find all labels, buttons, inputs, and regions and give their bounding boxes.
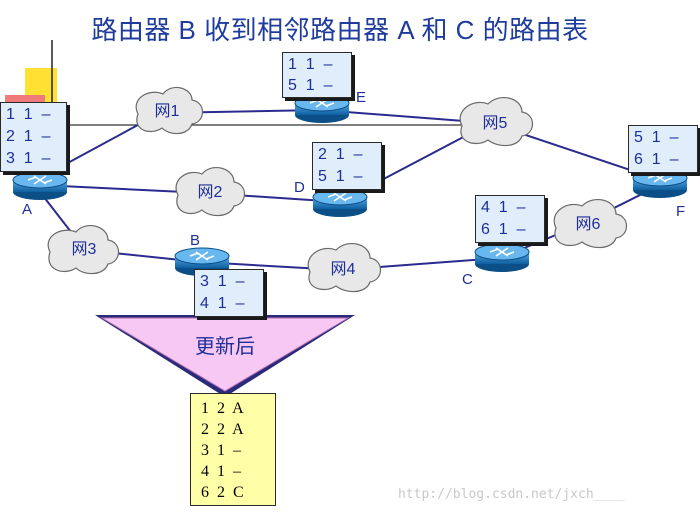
- router-B-label: B: [190, 232, 200, 249]
- router-arrows-icon: [647, 173, 673, 183]
- watermark: http://blog.csdn.net/jxch____: [398, 487, 625, 502]
- table-row: 6 2 C: [201, 484, 244, 501]
- routing-table-B: 3 1 – 4 1 –: [194, 269, 264, 317]
- table-row: 4 1 –: [200, 295, 245, 312]
- net3-label: 网3: [72, 241, 97, 258]
- router-arrows-icon: [489, 247, 515, 257]
- router-arrows-icon: [27, 175, 53, 185]
- table-row: 5 1 –: [288, 77, 333, 94]
- router-A-label: A: [22, 201, 32, 218]
- table-row: 2 1 –: [6, 128, 51, 145]
- table-row: 6 1 –: [634, 151, 679, 168]
- table-row: 1 2 A: [201, 400, 244, 417]
- network-cloud-1: 网1: [135, 86, 204, 135]
- net1-label: 网1: [155, 103, 180, 120]
- table-row: 5 1 –: [634, 129, 679, 146]
- table-row: 5 1 –: [318, 168, 363, 185]
- table-row: 1 1 –: [288, 56, 333, 73]
- router-E-label: E: [356, 89, 366, 106]
- router-C-label: C: [462, 271, 473, 288]
- table-row: 4 1 –: [481, 199, 526, 216]
- table-row: 2 1 –: [318, 146, 363, 163]
- router-E[interactable]: [294, 94, 350, 123]
- router-F-label: F: [676, 203, 685, 220]
- net5-label: 网5: [483, 115, 508, 132]
- network-cloud-5: 网5: [459, 96, 534, 147]
- routing-table-F: 5 1 – 6 1 –: [628, 125, 698, 173]
- table-row: 2 2 A: [201, 421, 244, 438]
- diagram-title: 路由器 B 收到相邻路由器 A 和 C 的路由表: [91, 15, 589, 45]
- table-row: 3 1 –: [201, 442, 241, 459]
- router-D-label: D: [294, 179, 305, 196]
- update-triangle: [95, 315, 355, 397]
- net4-label: 网4: [331, 261, 356, 278]
- net2-label: 网2: [198, 184, 223, 201]
- table-row: 3 1 –: [6, 150, 51, 167]
- router-arrows-icon: [327, 192, 353, 202]
- update-label: 更新后: [195, 336, 255, 358]
- routing-table-D: 2 1 – 5 1 –: [312, 142, 382, 190]
- router-arrows-icon: [309, 98, 335, 108]
- table-row: 3 1 –: [200, 273, 245, 290]
- table-row: 4 1 –: [201, 463, 241, 480]
- routing-table-E: 1 1 – 5 1 –: [282, 52, 352, 98]
- routing-table-C: 4 1 – 6 1 –: [475, 195, 545, 243]
- router-D[interactable]: [312, 188, 368, 217]
- router-A[interactable]: [12, 171, 68, 200]
- router-C[interactable]: [474, 243, 530, 272]
- router-arrows-icon: [189, 251, 215, 261]
- network-cloud-2: 网2: [175, 166, 246, 217]
- network-cloud-6: 网6: [553, 198, 628, 249]
- routing-table-A: 1 1 – 2 1 – 3 1 –: [0, 102, 67, 172]
- net6-label: 网6: [576, 216, 601, 233]
- table-row: 6 1 –: [481, 221, 526, 238]
- table-row: 1 1 –: [6, 106, 51, 123]
- router-F[interactable]: [632, 169, 688, 198]
- updated-routing-table-B: 1 2 A 2 2 A 3 1 – 4 1 – 6 2 C: [190, 393, 276, 506]
- network-cloud-4: 网4: [307, 242, 382, 293]
- network-cloud-3: 网3: [47, 224, 120, 275]
